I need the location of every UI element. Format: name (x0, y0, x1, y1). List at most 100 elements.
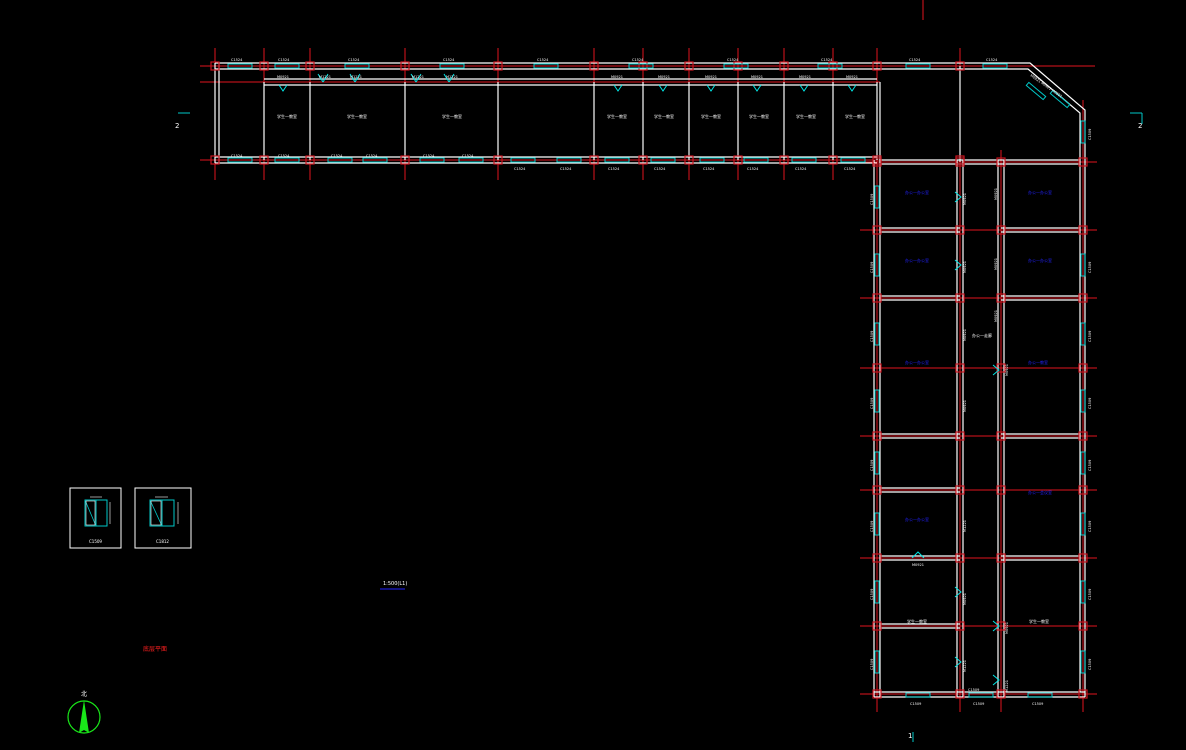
window-label: C1524 (278, 58, 290, 62)
column (1078, 293, 1088, 303)
column (996, 485, 1006, 495)
window-label: C1524 (278, 154, 290, 158)
window (227, 63, 253, 69)
column (996, 157, 1006, 167)
door-label: M0921 (611, 75, 623, 79)
window-label: C1509 (870, 659, 874, 670)
svg-text:2: 2 (1138, 122, 1142, 130)
column (733, 61, 743, 71)
svg-text:1: 1 (908, 732, 912, 740)
column (305, 155, 315, 165)
door-swing (799, 84, 809, 92)
door-label: M0921 (799, 75, 811, 79)
window-label: C1509 (870, 589, 874, 600)
window-label: C1509 (1088, 331, 1092, 342)
window-label: C1509 (1032, 702, 1043, 706)
window-label: C1509 (870, 331, 874, 342)
window (1080, 322, 1086, 346)
column (305, 61, 315, 71)
window-label: C1524 (844, 167, 856, 171)
column (955, 553, 965, 563)
plan-scale-title: 1:500(L1) (380, 581, 407, 590)
window (439, 63, 465, 69)
door-swing (992, 620, 1000, 632)
window (556, 157, 582, 163)
column (872, 157, 882, 167)
window-label: C1509 (1088, 521, 1092, 532)
window (458, 157, 484, 163)
column (996, 431, 1006, 441)
svg-text:北: 北 (81, 690, 87, 698)
door-label: M0921 (963, 593, 967, 605)
room-label: 学生一教室 (796, 113, 816, 119)
column (733, 155, 743, 165)
window (982, 63, 1008, 69)
room-label-blue: 办公一办公室 (1028, 189, 1052, 195)
column (779, 61, 789, 71)
door-label: M0921 (994, 188, 998, 200)
column (210, 61, 220, 71)
window-label: C1509 (1088, 129, 1092, 140)
north-arrow-icon: 北 (67, 690, 101, 734)
window (905, 63, 931, 69)
room-label-blue: 办公一会议室 (1028, 489, 1052, 495)
column (996, 689, 1006, 699)
column (779, 155, 789, 165)
window (968, 692, 994, 698)
window (362, 157, 388, 163)
door-swing (613, 84, 623, 92)
window (1049, 89, 1071, 109)
door-swing (911, 551, 925, 559)
door-swing (278, 84, 288, 92)
column (955, 225, 965, 235)
column (259, 61, 269, 71)
window (817, 63, 843, 69)
window-label: C1524 (703, 167, 715, 171)
column (1078, 363, 1088, 373)
window-label: C1524 (443, 58, 455, 62)
window (1080, 253, 1086, 277)
column (955, 485, 965, 495)
window-label: C1524 (462, 154, 474, 158)
window-label: C1524 (366, 154, 378, 158)
grid-tag-right: 2 (1130, 112, 1143, 130)
door-swing (349, 73, 361, 83)
column (684, 155, 694, 165)
window-label: C1524 (986, 58, 998, 62)
room-label-blue: 办公一办公室 (1028, 257, 1052, 263)
window-label: C1524 (348, 58, 360, 62)
column (996, 293, 1006, 303)
grid-tag-bottom: 1 (908, 732, 914, 742)
column (1078, 553, 1088, 563)
window (874, 185, 880, 209)
column (996, 225, 1006, 235)
column (400, 61, 410, 71)
window-label: C1509 (1088, 460, 1092, 471)
svg-text:1:500(L1): 1:500(L1) (383, 581, 407, 587)
room-label-blue: 办公一办公室 (905, 359, 929, 365)
column (684, 61, 694, 71)
window-label: C1524 (654, 167, 666, 171)
window (1080, 120, 1086, 144)
room-label: 学生一教室 (1029, 618, 1049, 624)
column (955, 689, 965, 699)
column (1078, 485, 1088, 495)
door-label: M0921 (994, 310, 998, 322)
window (1080, 512, 1086, 536)
window-label: C1524 (821, 58, 833, 62)
door-label: M0921 (658, 75, 670, 79)
window-label: C1509 (870, 521, 874, 532)
window (723, 63, 749, 69)
window (227, 157, 253, 163)
window (874, 451, 880, 475)
window (1080, 650, 1086, 674)
window-label: C1524 (727, 58, 739, 62)
door-swing (752, 84, 762, 92)
column (1078, 225, 1088, 235)
door-label: M0921 (963, 329, 967, 341)
room-label: 学生一教室 (845, 113, 865, 119)
svg-text:C1812: C1812 (156, 539, 169, 544)
column (996, 553, 1006, 563)
door-swing (317, 73, 329, 83)
